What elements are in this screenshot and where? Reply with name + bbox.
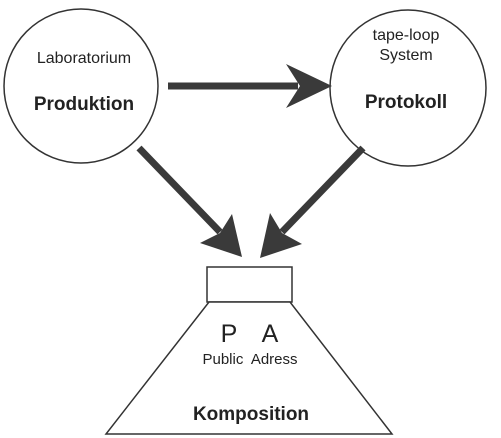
- arrow-production-to-protocol: [168, 64, 332, 108]
- protocol-circle: [329, 9, 487, 167]
- production-title: Produktion: [34, 94, 134, 115]
- pa-title: Komposition: [193, 404, 309, 425]
- production-node: Laboratorium Produktion: [3, 8, 159, 164]
- protocol-subtitle-line1: tape-loop: [373, 27, 440, 44]
- protocol-node: tape-loop System Protokoll: [329, 9, 487, 167]
- pa-node: P A Public Adress Komposition: [104, 266, 394, 435]
- arrow-protocol-to-pa: [260, 145, 366, 258]
- production-circle: [3, 8, 159, 164]
- arrow-production-to-pa: [136, 145, 242, 257]
- production-subtitle: Laboratorium: [37, 50, 131, 67]
- pa-speaker-box: [206, 266, 293, 303]
- protocol-title: Protokoll: [365, 92, 447, 113]
- protocol-subtitle-line2: System: [379, 47, 432, 64]
- pa-speaker-cone: [104, 301, 394, 435]
- pa-letter-p: P: [221, 320, 238, 348]
- pa-letter-a: A: [262, 320, 279, 348]
- pa-caption: Public Adress: [202, 351, 297, 368]
